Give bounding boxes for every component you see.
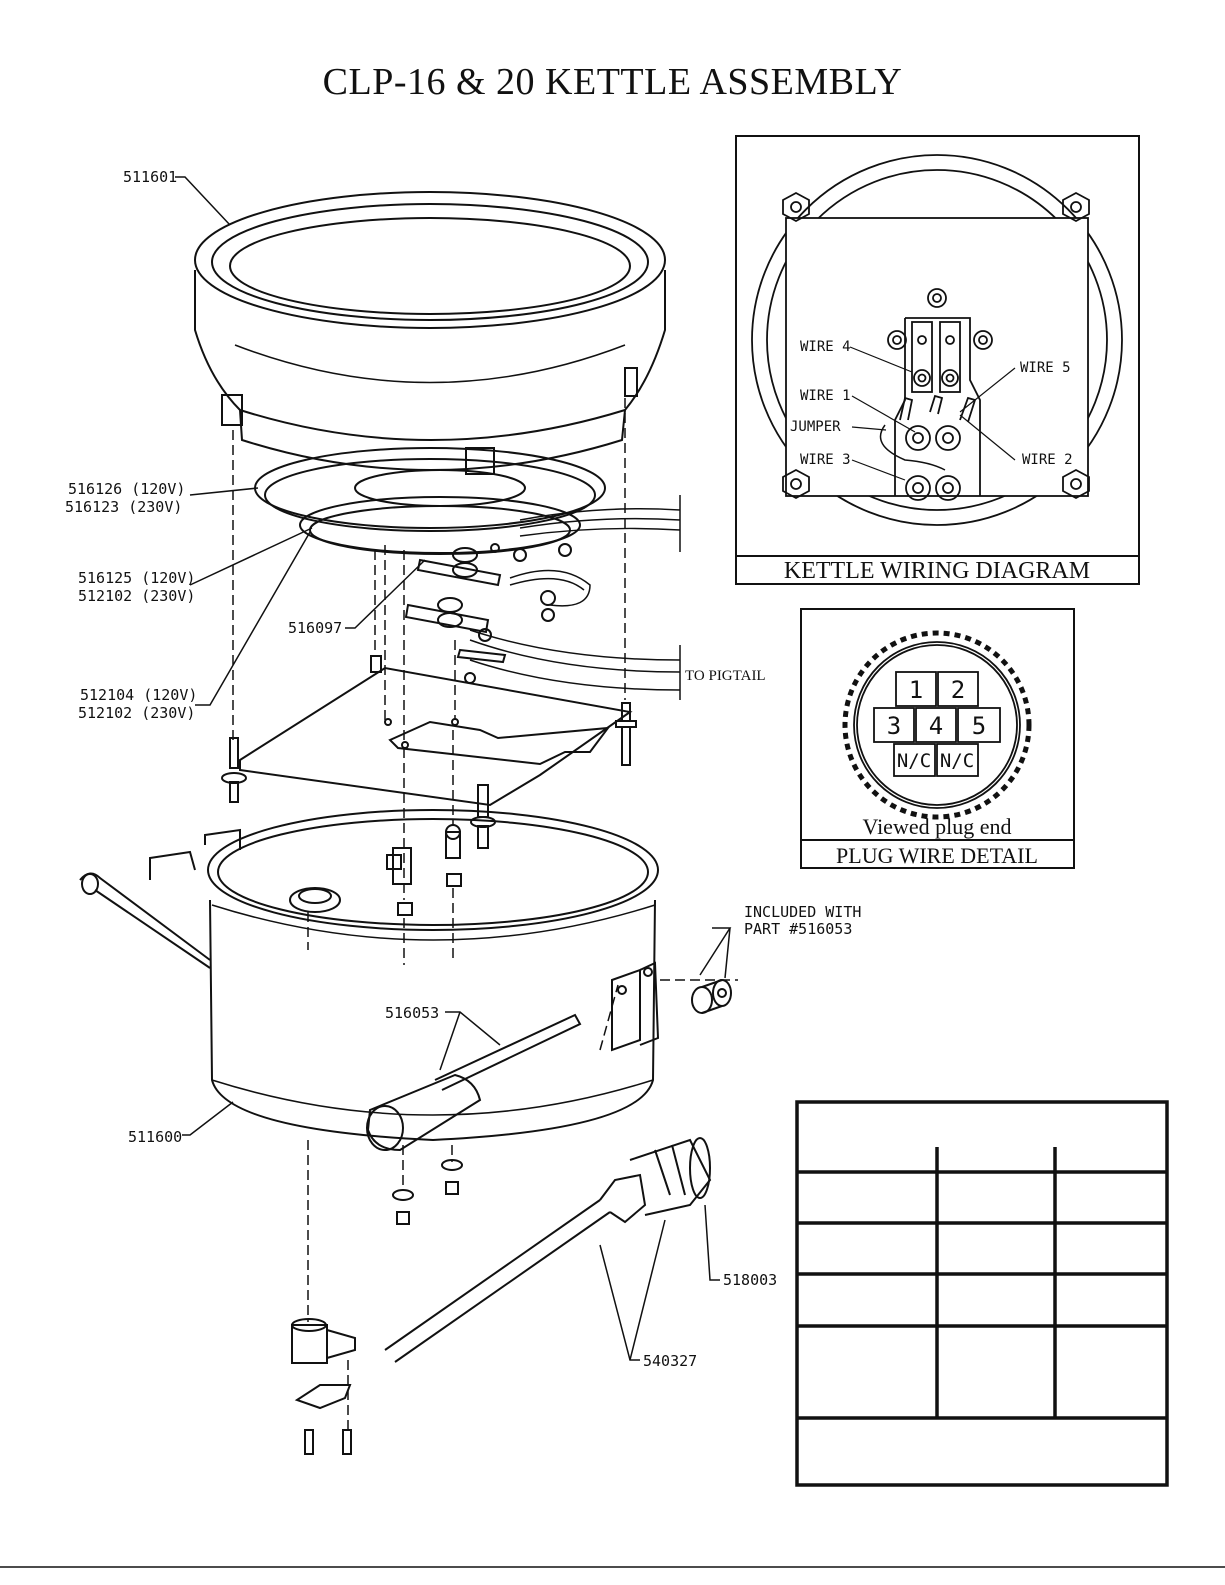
plug-detail-caption: PLUG WIRE DETAIL <box>836 843 1038 868</box>
terminal-hardware <box>404 543 572 684</box>
viewed-plug-end-label: Viewed plug end <box>863 814 1012 839</box>
pin-5: 5 <box>972 712 986 740</box>
callout-512104: 512104 (120V) <box>80 686 197 704</box>
callout-516053: 516053 <box>385 1004 439 1022</box>
parts-table <box>795 1100 1169 1487</box>
wire-4-label: WIRE 4 <box>800 339 851 355</box>
plug-receptacle <box>291 1318 356 1455</box>
callout-516125: 516125 (120V) <box>78 569 195 587</box>
callout-labels: 511601 516126 (120V) 516123 (230V) 51612… <box>65 168 861 1370</box>
plug-detail-panel: 1 2 3 4 5 N/C N/C Viewed plug end PLUG W… <box>800 608 1075 869</box>
heating-element-plate <box>254 447 606 555</box>
callout-516097: 516097 <box>288 619 342 637</box>
pigtail-cord-part <box>384 1137 712 1363</box>
callout-511601: 511601 <box>123 168 177 186</box>
wiring-diagram-panel: WIRE 4 WIRE 5 WIRE 1 JUMPER WIRE 3 WIRE … <box>735 135 1140 585</box>
kettle-lid-part <box>194 191 666 475</box>
page-title: CLP-16 & 20 KETTLE ASSEMBLY <box>322 61 903 103</box>
bottom-nuts <box>392 1159 463 1225</box>
wire-2-label: WIRE 2 <box>1022 452 1073 468</box>
callout-leaders <box>175 176 732 1361</box>
stir-bracket <box>611 961 660 1052</box>
kettle-body-part <box>79 809 659 1142</box>
callout-518003: 518003 <box>723 1271 777 1289</box>
shaft-collar <box>691 979 732 1014</box>
jumper-label: JUMPER <box>790 419 841 435</box>
assembly-guide-lines <box>232 398 738 1430</box>
callout-540327: 540327 <box>643 1352 697 1370</box>
wire-1-label: WIRE 1 <box>800 388 851 404</box>
stir-rod-part <box>366 1013 582 1152</box>
pin-4: 4 <box>929 712 943 740</box>
pin-3: 3 <box>887 712 901 740</box>
mounting-plate <box>221 655 637 849</box>
pin-1: 1 <box>909 676 923 704</box>
pin-nc-right: N/C <box>940 750 974 772</box>
callout-included-line1: INCLUDED WITH <box>744 903 861 921</box>
wire-3-label: WIRE 3 <box>800 452 851 468</box>
pin-2: 2 <box>951 676 965 704</box>
callout-included-line2: PART #516053 <box>744 920 852 938</box>
callout-516126: 516126 (120V) <box>68 480 185 498</box>
callout-516123: 516123 (230V) <box>65 498 182 516</box>
callout-512102-a: 512102 (230V) <box>78 587 195 605</box>
callout-512102-b: 512102 (230V) <box>78 704 195 722</box>
pin-nc-left: N/C <box>897 750 931 772</box>
callout-to-pigtail: TO PIGTAIL <box>685 668 766 684</box>
callout-511600: 511600 <box>128 1128 182 1146</box>
wire-bundle <box>469 495 681 700</box>
wiring-diagram-caption: KETTLE WIRING DIAGRAM <box>784 558 1090 584</box>
wire-5-label: WIRE 5 <box>1020 360 1071 376</box>
